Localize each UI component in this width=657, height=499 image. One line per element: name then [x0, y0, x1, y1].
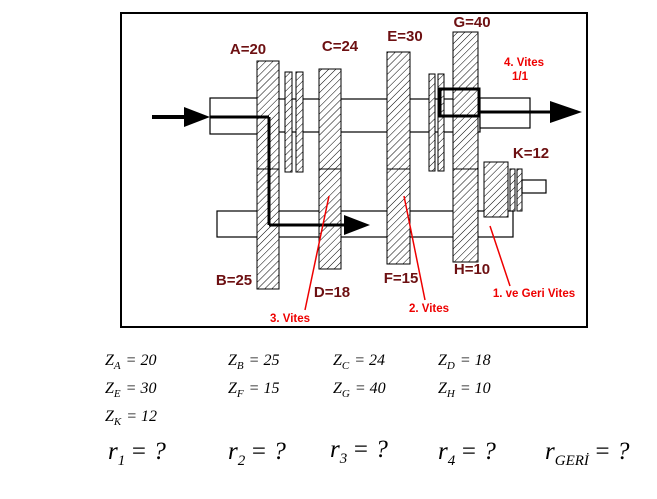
gear-b-label: B=25: [216, 272, 252, 289]
gear-k: [483, 161, 509, 218]
gear-k-label: K=12: [513, 145, 549, 162]
first-reverse-annotation: 1. ve Geri Vites: [493, 288, 575, 300]
synchronizer-4-icon: [437, 73, 445, 172]
second-gear-annotation: 2. Vites: [409, 303, 449, 315]
synchronizer-1-icon: [284, 71, 293, 173]
counter-flow-arrow-icon: [344, 215, 370, 235]
gear-c-label: C=24: [322, 38, 359, 55]
equation-z-k: ZK = 12: [105, 408, 157, 428]
r-subscript: 4: [447, 453, 456, 469]
gear-k-sleeve-2-icon: [516, 168, 523, 212]
gear-f-label: F=15: [384, 270, 419, 287]
equation-z-d: ZD = 18: [438, 352, 491, 372]
z-symbol: Z: [438, 380, 447, 397]
r-value: = ?: [593, 438, 630, 465]
second-gear-leader-line: [403, 195, 426, 301]
z-value: = 24: [354, 352, 386, 369]
equation-z-e: ZE = 30: [105, 380, 156, 400]
gear-f: [386, 168, 411, 265]
input-arrow-icon: [184, 107, 210, 127]
gear-c: [318, 68, 342, 170]
equation-z-f: ZF = 15: [228, 380, 279, 400]
synchronizer-2-icon: [295, 71, 304, 173]
fourth-gear-ratio-annotation: 1/1: [512, 71, 529, 83]
gear-g-label: G=40: [453, 14, 490, 31]
fourth-gear-coupling: [438, 87, 481, 118]
r-value: = ?: [460, 438, 496, 465]
gear-k-sleeve-1-icon: [509, 168, 516, 212]
third-gear-leader-line: [304, 195, 330, 311]
gear-d-label: D=18: [314, 284, 350, 301]
r-subscript: 2: [237, 453, 246, 469]
r-symbol: r: [438, 438, 448, 465]
output-arrow-icon: [550, 101, 582, 123]
gear-a-label: A=20: [230, 41, 266, 58]
first-reverse-leader-line: [489, 225, 511, 287]
z-symbol: Z: [333, 380, 342, 397]
z-symbol: Z: [438, 352, 447, 369]
gear-e: [386, 51, 411, 170]
r-value: = ?: [130, 438, 166, 465]
gear-e-label: E=30: [387, 28, 422, 45]
equation-r-4: r4= ?: [438, 438, 496, 470]
r-subscript: GERİ: [554, 453, 589, 469]
z-symbol: Z: [105, 352, 114, 369]
z-symbol: Z: [228, 352, 237, 369]
z-value: = 10: [459, 380, 491, 397]
equation-z-h: ZH = 10: [438, 380, 491, 400]
z-subscript: G: [341, 388, 350, 401]
z-value: = 15: [248, 380, 280, 397]
z-symbol: Z: [333, 352, 342, 369]
r-subscript: 1: [117, 453, 126, 469]
gear-g: [452, 31, 479, 170]
z-subscript: H: [446, 388, 455, 401]
gear-k-stub-shaft: [521, 179, 547, 194]
z-symbol: Z: [105, 408, 114, 425]
equation-z-a: ZA = 20: [105, 352, 156, 372]
r-value: = ?: [250, 438, 286, 465]
third-gear-annotation: 3. Vites: [270, 313, 310, 325]
r-symbol: r: [545, 438, 555, 465]
z-symbol: Z: [105, 380, 114, 397]
z-subscript: A: [113, 360, 121, 373]
z-value: = 18: [459, 352, 491, 369]
equation-r-reverse: rGERİ= ?: [545, 438, 630, 470]
gear-h: [452, 168, 479, 263]
r-symbol: r: [108, 438, 118, 465]
equation-r-1: r1= ?: [108, 438, 166, 470]
fourth-gear-annotation: 4. Vites: [504, 57, 544, 69]
z-subscript: F: [236, 388, 244, 401]
r-value: = ?: [352, 436, 388, 463]
z-value: = 12: [126, 408, 158, 425]
z-subscript: C: [341, 360, 350, 373]
r-subscript: 3: [339, 451, 348, 467]
synchronizer-3-icon: [428, 73, 436, 172]
z-subscript: D: [446, 360, 455, 373]
r-symbol: r: [228, 438, 238, 465]
gearbox-diagram: A=20 C=24 E=30 G=40 K=12 B=25 D=18 F=15 …: [152, 14, 582, 325]
equation-z-b: ZB = 25: [228, 352, 279, 372]
z-subscript: K: [113, 416, 122, 429]
equation-z-g: ZG = 40: [333, 380, 386, 400]
gear-d: [318, 168, 342, 270]
gear-h-label: H=10: [454, 261, 490, 278]
z-value: = 20: [125, 352, 157, 369]
equation-z-c: ZC = 24: [333, 352, 385, 372]
r-symbol: r: [330, 436, 340, 463]
z-symbol: Z: [228, 380, 237, 397]
z-value: = 30: [125, 380, 157, 397]
equation-r-2: r2= ?: [228, 438, 286, 470]
diagram-frame: A=20 C=24 E=30 G=40 K=12 B=25 D=18 F=15 …: [120, 12, 588, 328]
z-subscript: B: [236, 360, 244, 373]
z-value: = 25: [248, 352, 280, 369]
z-value: = 40: [354, 380, 386, 397]
z-subscript: E: [113, 388, 121, 401]
equation-r-3: r3= ?: [330, 436, 388, 468]
